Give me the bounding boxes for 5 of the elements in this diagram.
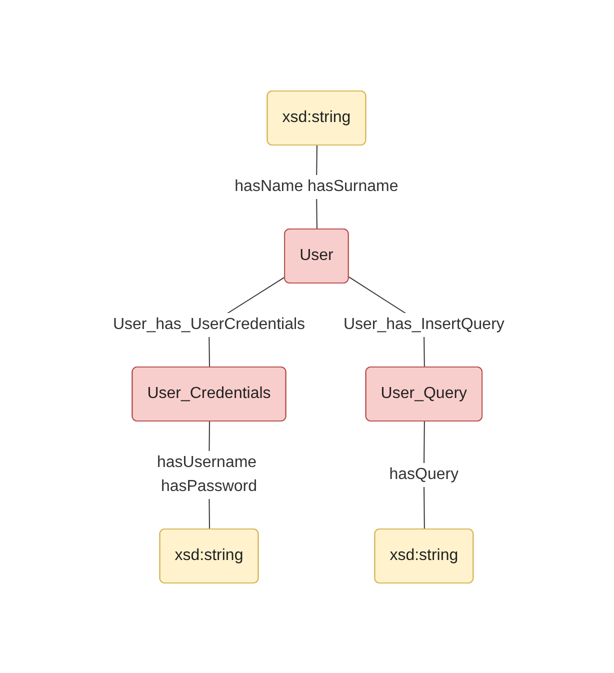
edge-label: User_has_InsertQuery: [344, 315, 505, 332]
edge-label: hasUsername hasPassword: [157, 453, 258, 494]
edge-label: hasQuery: [390, 465, 459, 482]
edge-label: hasName hasSurname: [234, 177, 399, 194]
edge-label: User_has_UserCredentials: [113, 315, 306, 332]
